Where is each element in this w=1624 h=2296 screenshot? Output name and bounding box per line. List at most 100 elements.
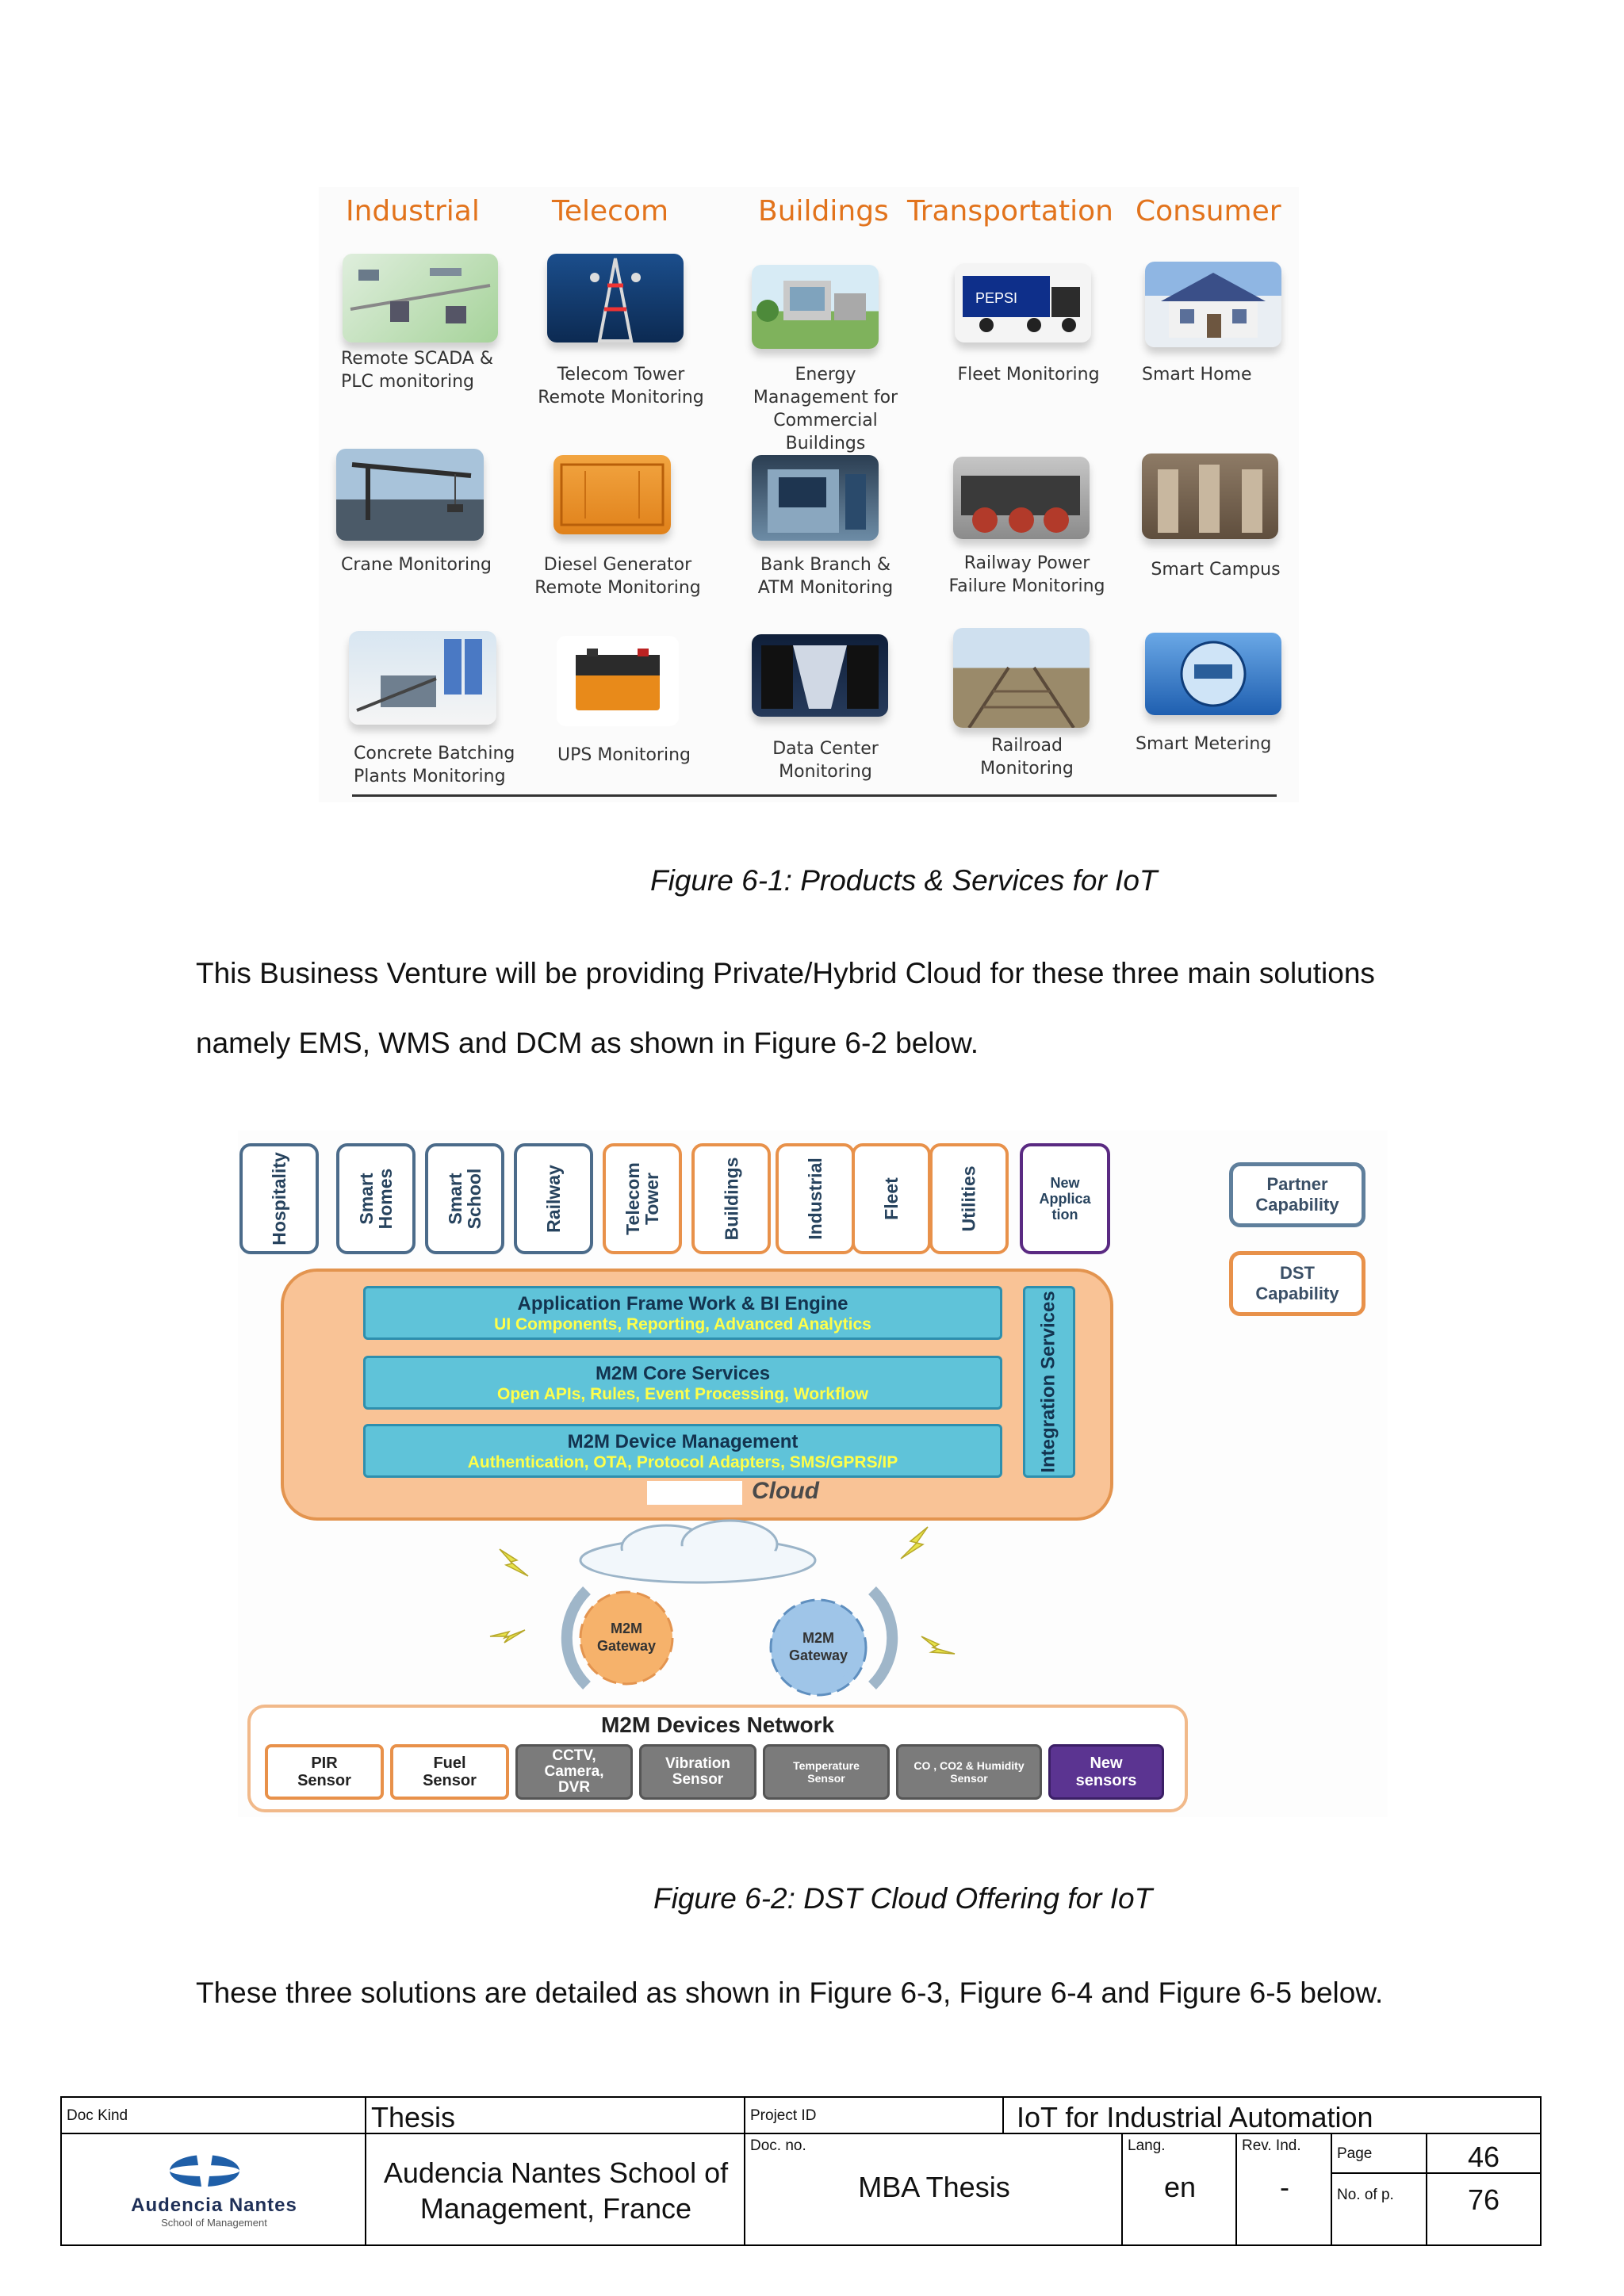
cloud-label: Cloud: [752, 1478, 819, 1504]
item-label: Railroad Monitoring: [980, 736, 1074, 779]
page-label-cell: Page: [1332, 2134, 1427, 2174]
item-label: Concrete Batching Plants Monitoring: [354, 744, 515, 786]
item-label: Fleet Monitoring: [957, 365, 1100, 385]
paragraph-1-line-1: This Business Venture will be providing …: [196, 957, 1375, 989]
lang-cell: Lang. en: [1123, 2134, 1237, 2244]
nop-value: 76: [1467, 2183, 1500, 2216]
category-industrial: Industrial: [346, 195, 480, 228]
paragraph-1: This Business Venture will be providing …: [196, 939, 1544, 1078]
device-temperature-sensor: Temperature Sensor: [763, 1744, 890, 1800]
logo-cell: Audencia Nantes School of Management: [62, 2134, 366, 2244]
lightning-icon: [489, 1526, 956, 1655]
device-cctv: CCTV, Camera, DVR: [515, 1744, 633, 1800]
industry-smart-homes: Smart Homes: [336, 1143, 416, 1254]
concrete-plant-image: [349, 631, 496, 725]
item-label: Telecom Tower Remote Monitoring: [538, 365, 704, 408]
industry-hospitality: Hospitality: [239, 1143, 319, 1254]
cloud-label-backdrop: [647, 1481, 742, 1505]
paragraph-1-line-2: namely EMS, WMS and DCM as shown in Figu…: [196, 1027, 979, 1059]
figure-baseline: [352, 794, 1277, 797]
page-cell: 46: [1427, 2134, 1540, 2174]
logo-name: Audencia Nantes: [131, 2195, 297, 2216]
gear-icon-orange: [579, 1590, 674, 1686]
category-consumer: Consumer: [1136, 195, 1281, 228]
device-co-humidity-sensor: CO , CO2 & Humidity Sensor: [896, 1744, 1042, 1800]
paragraph-2: These three solutions are detailed as sh…: [196, 1976, 1384, 2009]
svg-text:PEPSI: PEPSI: [975, 290, 1017, 306]
gateway-2-label-line2: Gateway: [789, 1647, 848, 1663]
railroad-image: [953, 628, 1090, 728]
industry-telecom-tower: Telecom Tower: [603, 1143, 682, 1254]
gear-icon-blue: [769, 1598, 868, 1697]
item-label: Data Center Monitoring: [772, 739, 879, 782]
cloud-icon: [579, 1519, 817, 1584]
industry-fleet: Fleet: [852, 1143, 931, 1254]
device-fuel-sensor: Fuel Sensor: [390, 1744, 509, 1800]
item-label: Remote SCADA & PLC monitoring: [341, 349, 494, 392]
layer-m2m-core-services: M2M Core Services Open APIs, Rules, Even…: [363, 1356, 1002, 1410]
item-label: Railway Power Failure Monitoring: [948, 553, 1105, 596]
item-label: Smart Metering: [1136, 734, 1272, 754]
industry-utilities: Utilities: [929, 1143, 1009, 1254]
industry-railway: Railway: [514, 1143, 593, 1254]
figure-6-2: Hospitality Smart Homes Smart School Rai…: [238, 1131, 1388, 1817]
lang-value: en: [1163, 2171, 1197, 2203]
connectivity-illustration: M2M Gateway M2M Gateway: [489, 1519, 956, 1697]
device-new-sensors: New sensors: [1048, 1744, 1164, 1800]
devices-network-panel: M2M Devices Network PIR Sensor Fuel Sens…: [247, 1705, 1188, 1812]
logo-subtitle: School of Management: [161, 2217, 267, 2229]
layer-m2m-device-management: M2M Device Management Authentication, OT…: [363, 1424, 1002, 1478]
campus-image: [1142, 453, 1278, 539]
telecom-tower-image: [547, 254, 684, 342]
partner-capability-box: Partner Capability: [1229, 1162, 1365, 1227]
page-value: 46: [1467, 2141, 1500, 2173]
gateway-1-label-line1: M2M: [611, 1621, 642, 1636]
item-label: Smart Home: [1142, 365, 1252, 385]
integration-services-box: Integration Services: [1023, 1286, 1075, 1478]
dst-capability-box: DST Capability: [1229, 1251, 1365, 1316]
gateway-1-label-line2: Gateway: [597, 1638, 656, 1654]
building-image: [752, 265, 879, 349]
nop-cell: 76: [1427, 2174, 1540, 2244]
doc-kind-label-cell: Doc Kind: [62, 2098, 366, 2134]
project-id-label-cell: Project ID: [745, 2098, 1004, 2134]
rev-cell: Rev. Ind. -: [1237, 2134, 1332, 2244]
generator-image: [553, 455, 671, 534]
arrow-arc-icon: [561, 1586, 592, 1689]
nop-label-cell: No. of p.: [1332, 2174, 1427, 2244]
item-label: Crane Monitoring: [340, 555, 492, 575]
arrow-arc-icon-right: [868, 1586, 898, 1689]
scada-image: [343, 254, 498, 342]
item-label: Smart Campus: [1151, 560, 1281, 580]
project-id-cell: IoT for Industrial Automation: [1004, 2098, 1540, 2134]
figure-6-1: Industrial Telecom Buildings Transportat…: [319, 187, 1299, 802]
device-pir-sensor: PIR Sensor: [265, 1744, 384, 1800]
figure-6-1-caption: Figure 6-1: Products & Services for IoT: [650, 864, 1158, 897]
category-buildings: Buildings: [758, 195, 889, 228]
doc-kind-value: Thesis: [371, 2101, 456, 2133]
doc-kind-cell: Thesis: [366, 2098, 745, 2134]
industry-new-application: New Applica tion: [1020, 1143, 1110, 1254]
document-footer-table: Doc Kind Thesis Project ID IoT for Indus…: [60, 2096, 1542, 2246]
project-id-value: IoT for Industrial Automation: [1017, 2101, 1373, 2133]
audencia-logo-icon: [170, 2155, 239, 2187]
meter-image: [1145, 633, 1281, 715]
item-label: UPS Monitoring: [557, 745, 691, 765]
industry-smart-school: Smart School: [425, 1143, 504, 1254]
doc-no-cell: Doc. no. MBA Thesis: [745, 2134, 1123, 2244]
gateway-2-label-line1: M2M: [802, 1630, 834, 1646]
item-label: Energy Management for Commercial Buildin…: [753, 365, 898, 453]
device-vibration-sensor: Vibration Sensor: [639, 1744, 756, 1800]
cloud-panel: Application Frame Work & BI Engine UI Co…: [281, 1269, 1113, 1521]
layer-application-framework: Application Frame Work & BI Engine UI Co…: [363, 1286, 1002, 1340]
item-label: Bank Branch & ATM Monitoring: [757, 555, 894, 598]
doc-no-value: MBA Thesis: [858, 2171, 1010, 2203]
industry-buildings: Buildings: [691, 1143, 771, 1254]
school-name: Audencia Nantes School of Management, Fr…: [383, 2156, 729, 2225]
atm-image: [752, 455, 879, 541]
rev-value: -: [1280, 2171, 1289, 2203]
figure-6-2-caption: Figure 6-2: DST Cloud Offering for IoT: [653, 1882, 1153, 1915]
school-cell: Audencia Nantes School of Management, Fr…: [366, 2134, 745, 2244]
crane-image: [336, 449, 484, 541]
locomotive-image: [953, 457, 1090, 539]
